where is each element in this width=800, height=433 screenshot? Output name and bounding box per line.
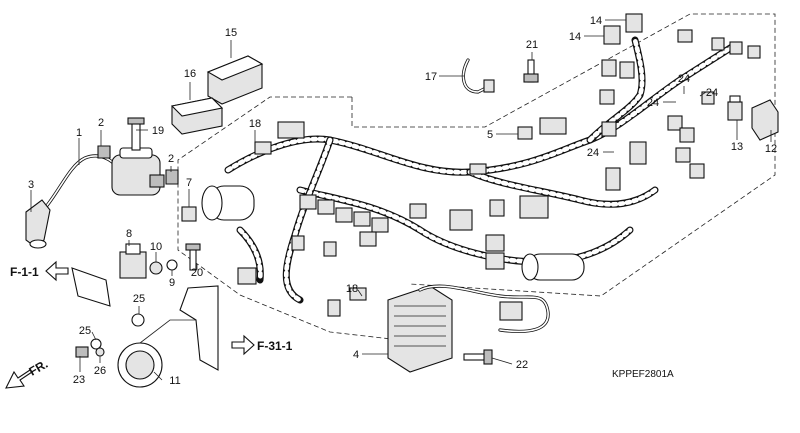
label-2: 2: [168, 153, 174, 165]
front-direction-label: FR.: [27, 357, 51, 379]
label-20: 20: [191, 267, 203, 279]
label-2: 2: [98, 117, 104, 129]
bolt-19: [127, 117, 145, 151]
label-11: 11: [169, 375, 180, 387]
bolt-21: [523, 59, 539, 83]
label-17: 17: [425, 71, 437, 83]
label-19: 19: [152, 125, 164, 137]
label-7: 7: [186, 177, 192, 189]
label-25: 25: [133, 293, 145, 305]
harness-capacitors: [201, 185, 585, 281]
harness-assembly-frame: [177, 13, 776, 341]
connector-5: [517, 126, 533, 140]
ignition-coil: [43, 147, 165, 210]
control-modules: [170, 55, 264, 135]
relay-and-fasteners: [119, 243, 201, 279]
fuse-holder-13: [727, 95, 743, 121]
label-9: 9: [169, 277, 175, 289]
leader-lines: [30, 19, 772, 381]
label-16: 16: [184, 68, 196, 80]
reference-f-1-1: F-1-1: [10, 265, 39, 279]
label-25: 25: [79, 325, 91, 337]
label-26: 26: [94, 365, 106, 377]
label-13: 13: [731, 141, 743, 153]
connector-7: [181, 206, 197, 222]
wire-17: [461, 58, 495, 94]
harness-connectors: [237, 29, 761, 321]
reference-f-31-1: F-31-1: [257, 339, 293, 353]
label-24: 24: [706, 87, 718, 99]
label-18: 18: [346, 283, 358, 295]
label-4: 4: [353, 349, 359, 361]
label-24: 24: [647, 97, 659, 109]
label-23: 23: [73, 374, 85, 386]
relays-14: [603, 13, 643, 45]
label-8: 8: [126, 228, 132, 240]
horn: [117, 285, 219, 388]
label-21: 21: [526, 39, 538, 51]
label-12: 12: [765, 143, 777, 155]
mounting-bracket: [71, 267, 111, 307]
label-1: 1: [76, 127, 82, 139]
label-14: 14: [569, 31, 581, 43]
cable-clips: [97, 145, 179, 185]
label-24: 24: [587, 147, 599, 159]
label-24: 24: [678, 73, 690, 85]
relay-12: [751, 99, 779, 141]
horn-fasteners: [75, 338, 105, 358]
regulator-rectifier: [387, 284, 550, 373]
label-5: 5: [487, 129, 493, 141]
label-3: 3: [28, 179, 34, 191]
bolt-22: [463, 349, 493, 365]
part-labels: 1 2 2 3 4 5 7 8 9 10 11 12 13 14 14 15 1…: [28, 15, 777, 387]
drawing-code: KPPEF2801A: [612, 369, 674, 380]
reference-labels: F-1-1 F-31-1 FR. KPPEF2801A: [10, 265, 674, 380]
label-14: 14: [590, 15, 602, 27]
reference-arrows: [5, 260, 255, 389]
label-22: 22: [516, 359, 528, 371]
label-10: 10: [150, 241, 162, 253]
label-18: 18: [249, 118, 261, 130]
label-15: 15: [225, 27, 237, 39]
spark-plug-cap: [25, 199, 51, 249]
